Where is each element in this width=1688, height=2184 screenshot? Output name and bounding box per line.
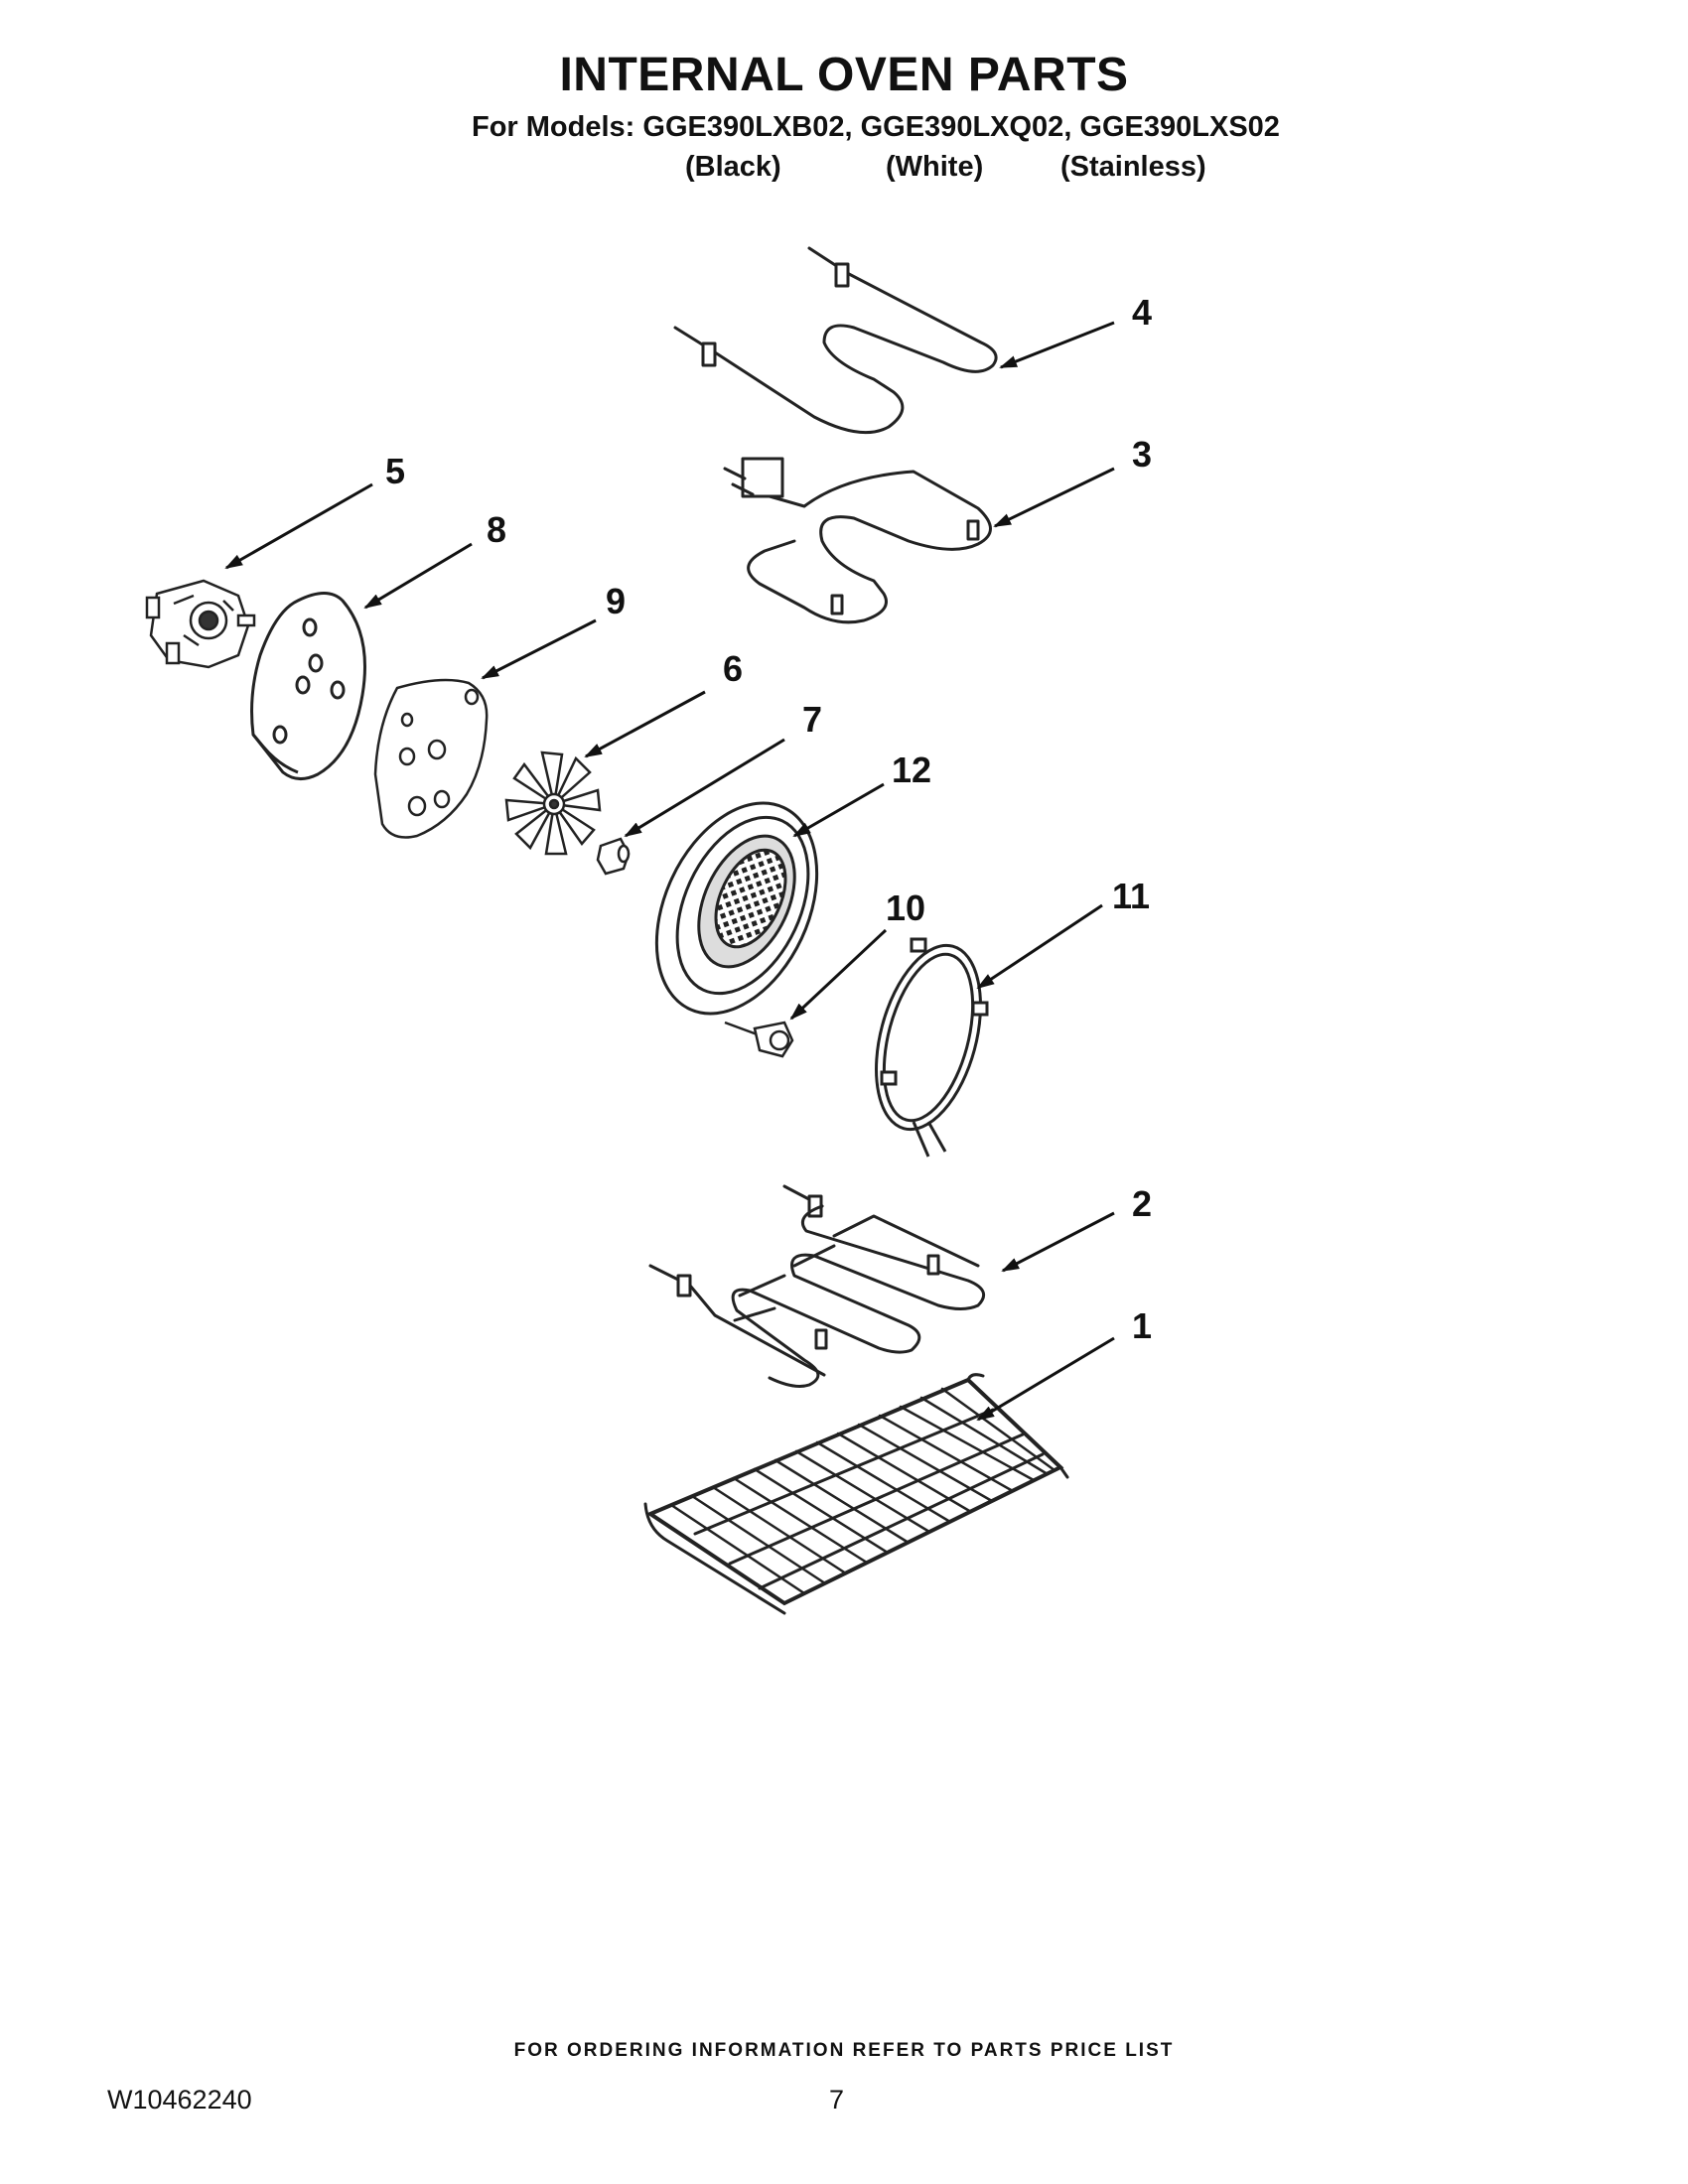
callout-11: 11 <box>1112 876 1150 916</box>
oven-light-assembly <box>724 1021 794 1058</box>
callout-7: 7 <box>802 699 822 740</box>
callout-12: 12 <box>892 750 931 790</box>
arrow-6 <box>584 690 706 758</box>
variant-stainless: (Stainless) <box>1060 151 1206 183</box>
callout-10: 10 <box>886 887 925 928</box>
arrow-11 <box>976 903 1103 990</box>
oven-rack <box>643 1373 1069 1615</box>
arrow-12 <box>792 782 885 838</box>
arrow-10 <box>789 928 888 1021</box>
variant-black: (Black) <box>685 151 781 183</box>
convection-ring-element <box>875 937 989 1158</box>
bake-element-upper <box>723 457 992 624</box>
callout-8: 8 <box>487 509 506 550</box>
document-number: W10462240 <box>107 2085 252 2115</box>
convection-fan-motor <box>145 579 256 669</box>
callout-1: 1 <box>1132 1305 1152 1346</box>
arrow-5 <box>224 482 373 570</box>
page-title: INTERNAL OVEN PARTS <box>559 49 1129 101</box>
arrow-3 <box>993 467 1115 528</box>
models-line: For Models: GGE390LXB02, GGE390LXQ02, GG… <box>472 111 1280 143</box>
page-number: 7 <box>829 2085 845 2115</box>
arrow-4 <box>999 321 1115 369</box>
callout-6: 6 <box>723 648 743 689</box>
callout-4: 4 <box>1132 292 1152 333</box>
broil-element <box>673 246 998 435</box>
callout-5: 5 <box>385 451 405 491</box>
fan-blade-nut <box>596 837 631 876</box>
convection-fan-cover <box>654 801 819 1016</box>
arrow-1 <box>976 1336 1115 1422</box>
arrow-8 <box>363 542 473 610</box>
variant-white: (White) <box>886 151 984 183</box>
callout-9: 9 <box>606 581 626 621</box>
convection-fan-blade <box>504 751 602 856</box>
bake-element-lower <box>648 1184 986 1388</box>
motor-mounting-plate <box>250 592 366 780</box>
callout-2: 2 <box>1132 1183 1152 1224</box>
arrow-7 <box>624 738 785 838</box>
insulation-plate <box>373 678 489 839</box>
callout-arrows <box>224 321 1115 1422</box>
arrow-9 <box>481 618 597 680</box>
arrow-2 <box>1001 1211 1115 1273</box>
ordering-info-note: FOR ORDERING INFORMATION REFER TO PARTS … <box>513 2040 1175 2061</box>
callout-3: 3 <box>1132 434 1152 475</box>
